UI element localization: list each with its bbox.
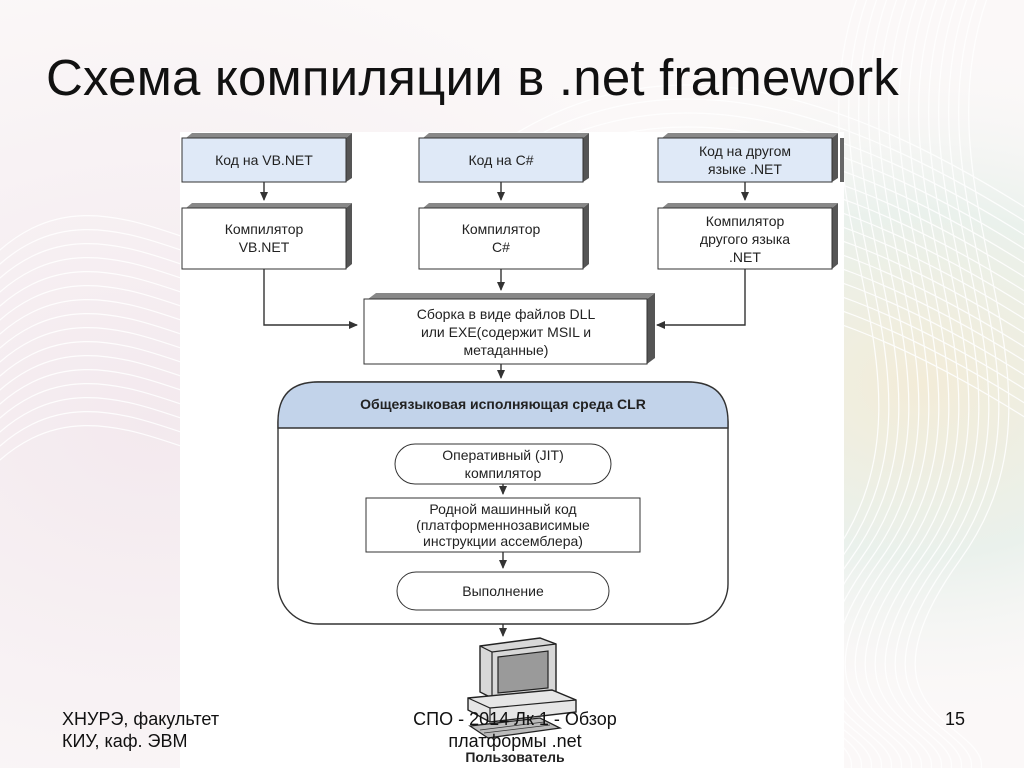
background-wave [914,0,1010,768]
background-wave [864,0,960,768]
cut-off-box-edge [840,138,844,182]
compiler-box-other: Компилятор другого языка .NET [657,203,838,270]
background-wave [884,0,980,768]
source-box-vbnet-text: Код на VB.NET [215,152,313,168]
footer-center-line-2: платформы .net [448,731,582,751]
execution-box-text: Выполнение [462,583,544,599]
source-box-csharp-text: Код на C# [469,152,534,168]
clr-title: Общеязыковая исполняющая среда CLR [360,396,646,412]
compiler-box-vbnet-text-1: Компилятор [225,221,304,237]
assembly-box-text-3: метаданные) [464,342,549,358]
compiler-box-csharp-text-1: Компилятор [462,221,541,237]
background-wave [874,0,970,768]
background-wave [824,0,920,768]
background-wave [834,0,930,768]
compiler-box-other-text-2: другого языка [700,231,790,247]
arrow-other-compiler-to-assembly [656,269,746,329]
assembly-box: Сборка в виде файлов DLL или EXE(содержи… [363,293,655,365]
arrow-vbnet-compiler-to-assembly [263,269,358,329]
jit-box-text-2: компилятор [465,465,542,481]
footer-left-line-1: ХНУРЭ, факультет [62,709,220,729]
footer-center-line-1: СПО - 2014 Лк 1 - Обзор [413,709,617,729]
background-wave [854,0,950,768]
user-label: Пользователь [465,749,565,765]
compiler-box-vbnet: Компилятор VB.NET [181,203,352,270]
compiler-box-csharp-text-2: C# [492,239,510,255]
assembly-box-text-2: или EXE(содержит MSIL и [421,324,591,340]
background-wave [904,0,1000,768]
source-box-other: Код на другом языке .NET [657,133,838,183]
native-code-box-text-2: (платформеннозависимые [416,517,590,533]
assembly-box-text-1: Сборка в виде файлов DLL [417,306,596,322]
footer-left-line-2: КИУ, каф. ЭВМ [62,731,188,751]
compiler-box-other-text-3: .NET [729,249,761,265]
compiler-box-other-text-1: Компилятор [706,213,785,229]
native-code-box-text-1: Родной машинный код [429,501,576,517]
native-code-box: Родной машинный код (платформеннозависим… [365,497,641,553]
native-code-box-text-3: инструкции ассемблера) [423,533,583,549]
compilation-diagram: Код на VB.NET Код на C# Код на другом яз… [181,133,844,765]
diagram-panel: Код на VB.NET Код на C# Код на другом яз… [180,132,844,768]
source-box-other-text-2: языке .NET [708,161,782,177]
source-box-other-text-1: Код на другом [699,143,791,159]
compiler-box-csharp: Компилятор C# [418,203,589,270]
slide-title: Схема компиляции в .net framework [46,49,900,106]
execution-box: Выполнение [396,571,610,611]
page-number: 15 [944,709,966,729]
background-wave [804,0,900,768]
compiler-box-vbnet-text-2: VB.NET [239,239,290,255]
computer-icon [467,637,577,739]
background-wave [844,0,940,768]
background-wave [894,0,990,768]
source-box-csharp: Код на C# [418,133,589,183]
jit-box-text-1: Оперативный (JIT) [442,447,563,463]
jit-box: Оперативный (JIT) компилятор [394,443,612,485]
source-box-vbnet: Код на VB.NET [181,133,352,183]
footer-center: СПО - 2014 Лк 1 - Обзор платформы .net [380,708,650,752]
footer-left: ХНУРЭ, факультет КИУ, каф. ЭВМ [62,708,312,752]
background-wave [814,0,910,768]
